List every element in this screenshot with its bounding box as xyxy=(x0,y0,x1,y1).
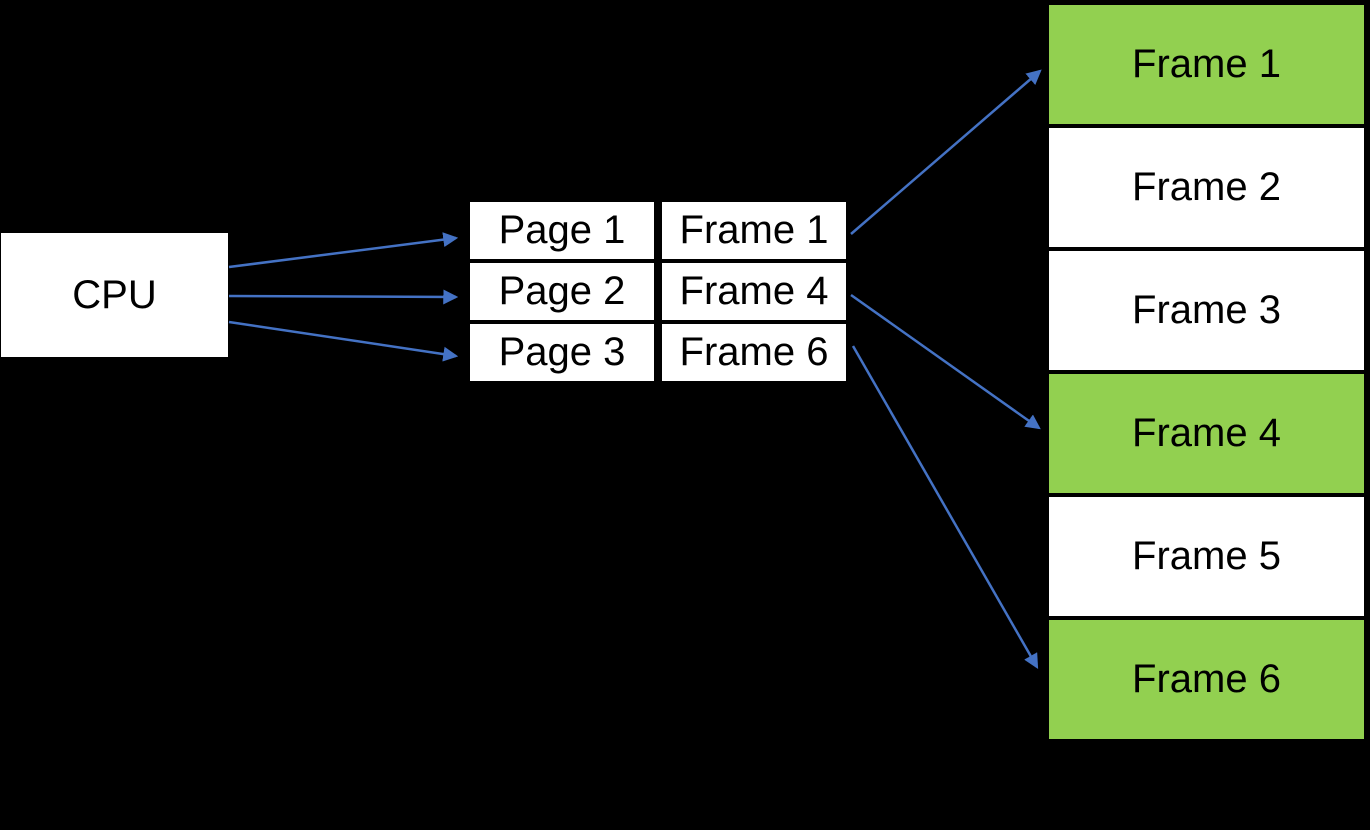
memory-frame-6-label: Frame 6 xyxy=(1132,657,1281,701)
page-table-page-column: Page 1 Page 2 Page 3 xyxy=(466,198,658,385)
page-table-cell-page-1: Page 1 xyxy=(466,198,658,263)
page-table-frame-6-label: Frame 6 xyxy=(679,330,829,374)
memory-frame-3-label: Frame 3 xyxy=(1132,288,1281,332)
page-table-cell-page-2: Page 2 xyxy=(466,259,658,324)
memory-frame-6: Frame 6 xyxy=(1045,616,1368,743)
page-table-cell-frame-1: Frame 1 xyxy=(658,198,850,263)
memory-frame-5: Frame 5 xyxy=(1045,493,1368,620)
cpu-box: CPU xyxy=(1,233,228,357)
memory-frame-2-label: Frame 2 xyxy=(1132,165,1281,209)
page-3-label: Page 3 xyxy=(498,330,626,374)
arrow-cpu-to-page-1-icon xyxy=(228,232,459,269)
memory-frame-5-label: Frame 5 xyxy=(1132,534,1281,578)
memory-frame-1-label: Frame 1 xyxy=(1132,42,1281,86)
page-2-label: Page 2 xyxy=(498,269,626,313)
page-table-frame-column: Frame 1 Frame 4 Frame 6 xyxy=(658,198,850,385)
arrow-table-to-frame-6-icon xyxy=(851,345,1039,669)
page-table-cell-frame-4: Frame 4 xyxy=(658,259,850,324)
page-table-cell-frame-6: Frame 6 xyxy=(658,320,850,385)
page-table-frame-1-label: Frame 1 xyxy=(679,208,829,252)
memory-frame-2: Frame 2 xyxy=(1045,124,1368,251)
arrow-table-to-frame-4-icon xyxy=(850,293,1041,430)
memory-frame-1: Frame 1 xyxy=(1045,1,1368,128)
arrow-table-to-frame-1-icon xyxy=(850,69,1042,235)
memory-frame-4-label: Frame 4 xyxy=(1132,411,1281,455)
memory-frame-4: Frame 4 xyxy=(1045,370,1368,497)
arrow-cpu-to-page-3-icon xyxy=(228,320,459,362)
memory-frame-3: Frame 3 xyxy=(1045,247,1368,374)
page-1-label: Page 1 xyxy=(498,208,626,252)
arrow-cpu-to-page-2-icon xyxy=(228,289,459,305)
physical-memory-column: Frame 1 Frame 2 Frame 3 Frame 4 Frame 5 … xyxy=(1045,1,1368,743)
cpu-label: CPU xyxy=(72,272,157,317)
page-table-frame-4-label: Frame 4 xyxy=(679,269,829,313)
page-table-cell-page-3: Page 3 xyxy=(466,320,658,385)
